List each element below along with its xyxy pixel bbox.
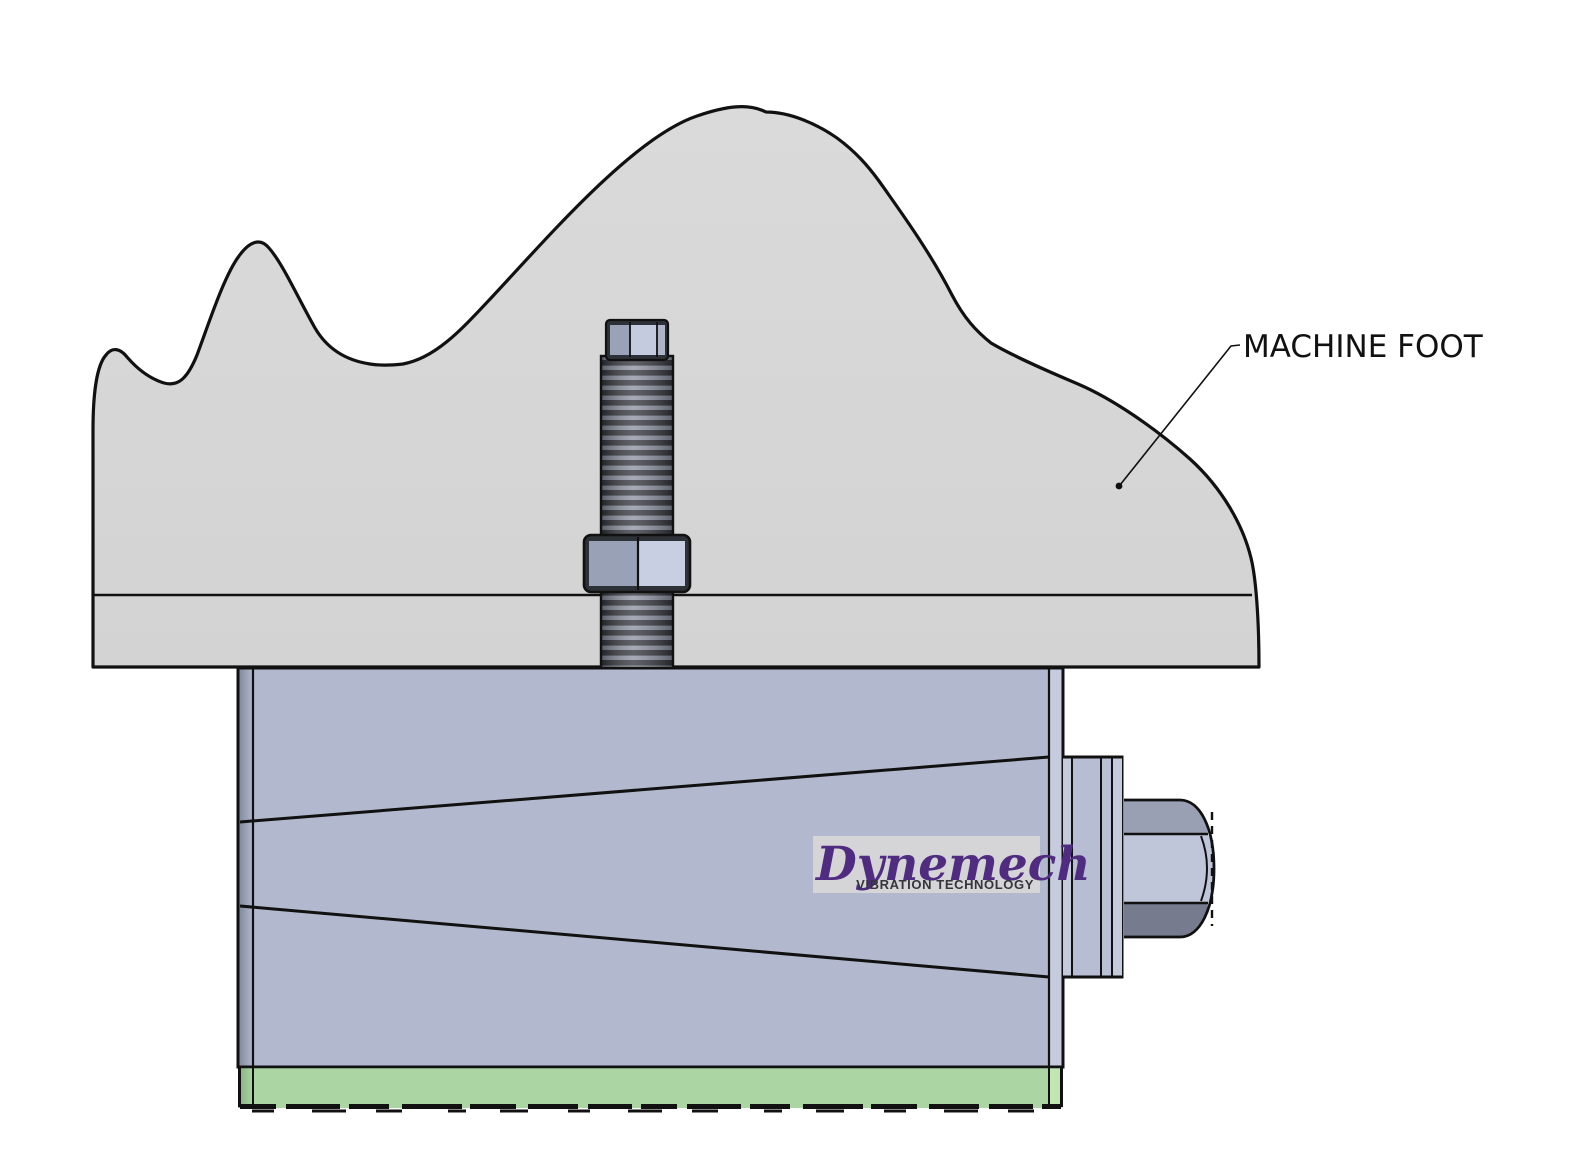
side-bolt-bottom-facet (1124, 903, 1208, 937)
lock-nut-facet-left (589, 541, 638, 586)
threaded-rod (599, 354, 675, 670)
mount-body-right-edge (1049, 668, 1063, 1067)
side-bolt-outline (1124, 798, 1216, 939)
hex-cap-facet-right (657, 325, 665, 355)
side-bolt-chamfer-arc (1200, 835, 1208, 902)
lock-nut-facet-right (638, 541, 685, 586)
machine-foot-callout: MACHINE FOOT (1115, 329, 1484, 490)
leveling-stud (582, 318, 692, 670)
base-pad-right-edge (1049, 1067, 1063, 1108)
side-bolt-top-facet (1124, 800, 1208, 834)
base-pad-face (238, 1067, 1063, 1108)
side-flange-facet-3 (1112, 758, 1122, 976)
side-flange (1061, 755, 1124, 979)
wedge-line-upper (239, 755, 1050, 824)
brand-logo: Dynemech VIBRATION TECHNOLOGY (813, 836, 1091, 893)
base-pad (238, 1065, 1063, 1113)
machine-foot-silhouette (91, 105, 1261, 669)
wedge-line-lower (239, 904, 1050, 979)
leader-dot (1115, 482, 1123, 490)
logo-background (813, 836, 1040, 893)
stud-hex-cap (604, 318, 670, 362)
hex-cap-facet-mid (630, 325, 657, 355)
base-pad-left-edge (238, 1067, 253, 1108)
side-flange-facet-2 (1101, 758, 1112, 976)
side-flange-facet-1 (1063, 758, 1072, 976)
side-bolt-mid-facet (1124, 834, 1214, 903)
side-adjustment-bolt (1124, 798, 1216, 939)
leader-line (1119, 344, 1241, 486)
threaded-rod-shine (601, 356, 673, 668)
logo-brand-text: Dynemech (814, 837, 1091, 892)
lock-nut (582, 533, 692, 594)
hex-cap-facet-left (610, 325, 630, 355)
logo-tagline-text: VIBRATION TECHNOLOGY (856, 877, 1034, 892)
machine-foot-label: MACHINE FOOT (1243, 329, 1484, 365)
mount-body-left-edge (238, 668, 253, 1067)
